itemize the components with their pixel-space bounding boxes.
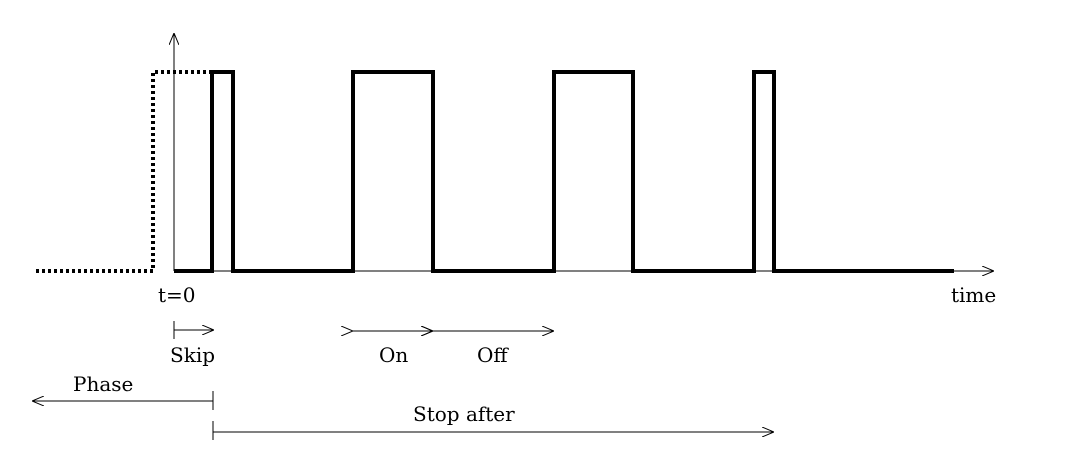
- off-label: Off: [477, 343, 509, 367]
- pulse-waveform: [174, 70, 954, 273]
- origin-label: t=0: [158, 283, 196, 307]
- phase-waveform-dotted: [36, 70, 212, 273]
- skip-label: Skip: [170, 343, 215, 367]
- phase-label: Phase: [73, 372, 133, 396]
- stop-after-label: Stop after: [413, 402, 515, 426]
- time-axis-label: time: [951, 283, 996, 307]
- on-label: On: [379, 343, 408, 367]
